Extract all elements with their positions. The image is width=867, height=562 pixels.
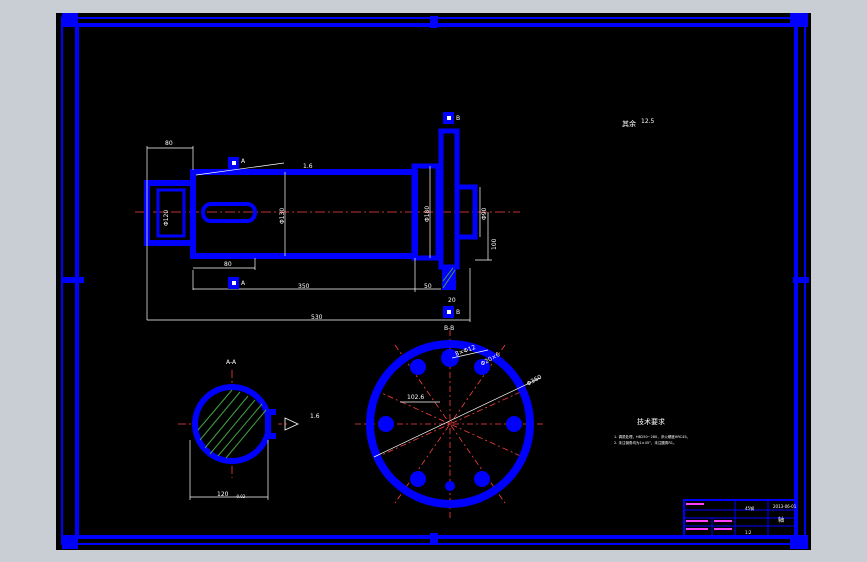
dim-phi-left: Φ120 bbox=[163, 210, 170, 226]
dim-section: 120 bbox=[217, 491, 229, 498]
view-b-label: B-B bbox=[444, 325, 454, 332]
dim-phi-flange: Φ90 bbox=[481, 207, 488, 220]
roughness-a: 1.6 bbox=[310, 413, 320, 420]
other-roughness-label: 其余 bbox=[622, 119, 636, 128]
dim-102: 102.6 bbox=[407, 394, 424, 401]
shaft-shoulder bbox=[411, 163, 441, 261]
other-roughness-value: 12.5 bbox=[641, 118, 655, 125]
dim-phi-mid: Φ130 bbox=[279, 208, 286, 224]
tb-code: 2013-06-01 bbox=[773, 504, 797, 509]
roughness-top: 1.6 bbox=[303, 163, 313, 170]
tb-name: 轴 bbox=[778, 516, 784, 524]
section-marker-a-top: A bbox=[241, 158, 246, 165]
dim-50: 50 bbox=[424, 283, 432, 290]
technical-requirements: 技术要求 1. 调质处理，HB250~280，淬火硬度HRC45。 2. 未注倒… bbox=[614, 417, 690, 445]
drawing-sheet bbox=[56, 13, 811, 550]
dim-20: 20 bbox=[448, 297, 456, 304]
bolt-holes bbox=[378, 349, 522, 491]
tech-line-2: 2. 未注倒角均为1×45°，未注圆角R1。 bbox=[614, 440, 676, 445]
dim-530: 530 bbox=[311, 314, 323, 321]
border-corner-marks bbox=[62, 13, 809, 549]
section-marker-b-bottom: B bbox=[456, 309, 460, 316]
dim-section-tol: -0.02 bbox=[235, 494, 246, 499]
shaft-stub bbox=[454, 184, 478, 240]
tb-material: 45钢 bbox=[745, 505, 754, 511]
view-a-label: A-A bbox=[226, 359, 237, 366]
tech-line-1: 1. 调质处理，HB250~280，淬火硬度HRC45。 bbox=[614, 434, 690, 439]
dim-phi-right: Φ180 bbox=[424, 206, 431, 222]
section-marker-a-bottom: A bbox=[241, 280, 246, 287]
tb-ratio: 1:2 bbox=[745, 530, 752, 535]
section-b-b bbox=[355, 330, 545, 520]
section-a-a bbox=[178, 370, 299, 500]
dim-100: 100 bbox=[491, 238, 498, 250]
title-block: 45钢 2013-06-01 轴 1:2 bbox=[683, 499, 797, 538]
keyway bbox=[201, 202, 257, 223]
dim-80-bottom: 80 bbox=[224, 261, 232, 268]
section-marker-b-top: B bbox=[456, 115, 460, 122]
flange-outer-circle bbox=[366, 340, 534, 508]
tech-title: 技术要求 bbox=[637, 417, 665, 426]
shaft-main-view bbox=[135, 128, 520, 290]
section-markers bbox=[228, 112, 454, 318]
dim-350: 350 bbox=[298, 283, 310, 290]
dim-80-top: 80 bbox=[165, 140, 173, 147]
